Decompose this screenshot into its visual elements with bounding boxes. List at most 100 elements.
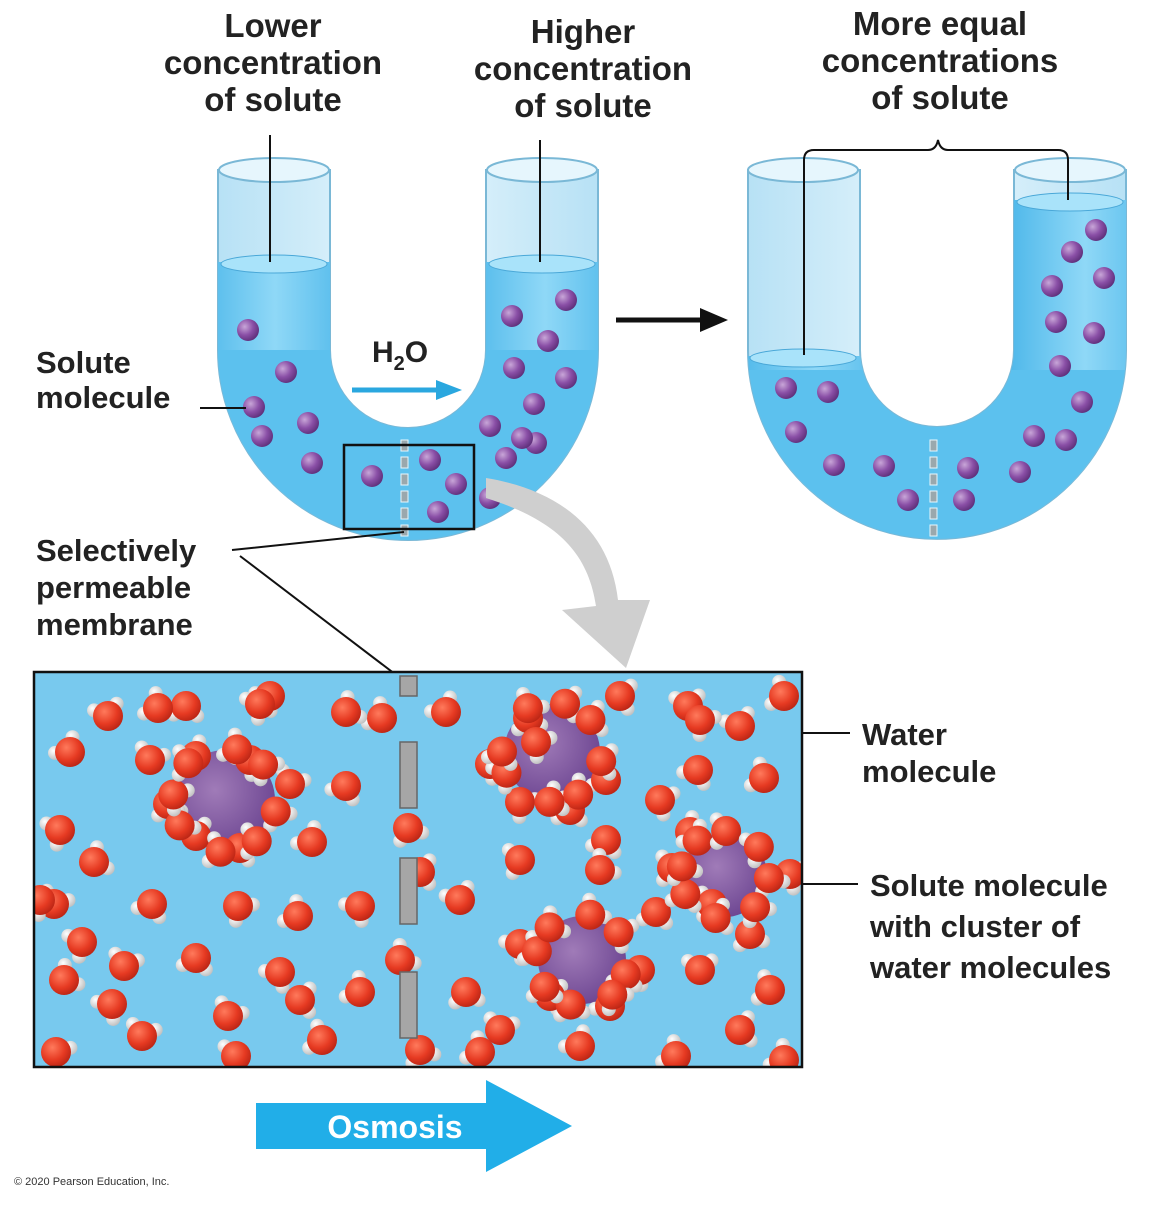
oxygen-atom [591, 825, 621, 855]
tube-rim-right [1014, 157, 1126, 183]
oxygen-atom [248, 749, 279, 780]
oxygen-atom [297, 827, 327, 857]
oxygen-atom [127, 1021, 157, 1051]
water-molecule [201, 831, 236, 869]
water-molecule [556, 772, 594, 810]
solute-molecule [275, 361, 297, 383]
oxygen-atom [725, 1015, 755, 1045]
oxygen-atom [143, 693, 173, 723]
water-molecule [664, 879, 702, 913]
oxygen-atom [685, 705, 715, 735]
oxygen-atom [49, 965, 79, 995]
tube-rim-right [486, 157, 598, 183]
oxygen-atom [529, 971, 560, 1002]
oxygen-atom [725, 711, 755, 741]
water-molecule [534, 905, 572, 943]
water-molecule [725, 1010, 758, 1048]
solute-molecule [817, 381, 839, 403]
oxygen-atom [521, 936, 552, 967]
oxygen-atom [213, 1001, 243, 1031]
water-molecule [324, 771, 361, 807]
oxygen-atom [512, 693, 543, 724]
oxygen-atom [565, 1031, 595, 1061]
water-surface-left [220, 254, 328, 274]
water-molecule [338, 970, 375, 1007]
water-molecule [501, 842, 535, 881]
oxygen-atom [245, 689, 275, 719]
oxygen-atom [465, 1037, 495, 1067]
oxygen-atom [283, 901, 313, 931]
oxygen-atom [575, 705, 606, 736]
water-molecule [238, 689, 275, 726]
copyright-notice: © 2020 Pearson Education, Inc. [14, 1176, 170, 1188]
oxygen-atom [41, 1037, 71, 1067]
h2o-subscript: 2 [394, 353, 405, 375]
solute-molecule [897, 489, 919, 511]
label-line: concentration [163, 43, 383, 81]
water-molecule [171, 744, 204, 782]
solute-molecule [479, 415, 501, 437]
oxygen-atom [223, 891, 253, 921]
water-molecule [393, 813, 430, 848]
membrane-dash [929, 507, 938, 520]
solute-molecule [523, 393, 545, 415]
water-surface-right [488, 254, 596, 274]
oxygen-atom [205, 836, 236, 867]
oxygen-atom [164, 810, 195, 841]
water-molecule [175, 943, 213, 977]
oxygen-atom [393, 813, 423, 843]
water-molecule [603, 917, 640, 954]
oxygen-atom [451, 977, 481, 1007]
water-molecule [666, 851, 704, 887]
solute-molecule [495, 447, 517, 469]
solute-molecule [785, 421, 807, 443]
membrane-dash [400, 507, 409, 520]
oxygen-atom [743, 831, 774, 862]
water-molecule [424, 690, 461, 727]
water-molecule [481, 736, 518, 771]
solute-molecule [419, 449, 441, 471]
water-molecule [285, 981, 317, 1019]
water-molecule [438, 880, 475, 915]
water-molecule [39, 815, 75, 852]
oxygen-atom [221, 1041, 251, 1067]
water-molecule [585, 825, 622, 860]
water-molecule [597, 979, 635, 1017]
water-molecule [685, 705, 722, 742]
water-molecule [733, 919, 771, 953]
solute-molecule [503, 357, 525, 379]
label-line: permeable [36, 570, 192, 606]
water-molecule [521, 727, 558, 764]
membrane-dash [400, 524, 409, 537]
solute-molecule [1083, 322, 1105, 344]
oxygen-atom [222, 734, 253, 765]
water-molecule [681, 953, 719, 985]
water-molecule [41, 1037, 78, 1067]
svg-text:H2O: H2O [372, 336, 428, 375]
water-molecule [575, 892, 613, 930]
oxygen-atom [769, 1045, 799, 1067]
oxygen-atom [385, 945, 415, 975]
h2o-label: H [372, 336, 394, 369]
membrane-dash [400, 490, 409, 503]
water-molecule [645, 785, 681, 822]
label-selectively-permeable-membrane: Selectively permeable membrane [36, 532, 196, 644]
label-line: of solute [514, 86, 652, 124]
solute-molecule [953, 489, 975, 511]
oxygen-atom [585, 855, 615, 885]
oxygen-atom [661, 1041, 691, 1067]
water-molecule [213, 995, 250, 1031]
oxygen-atom [605, 681, 635, 711]
water-molecule [605, 678, 638, 716]
leader-equal-bracket [803, 139, 1069, 355]
osmosis-arrow: Osmosis [256, 1080, 572, 1172]
oxygen-atom [275, 769, 305, 799]
label-higher-concentration: Higher concentration of solute [428, 13, 738, 125]
oxygen-atom [137, 889, 167, 919]
oxygen-atom [505, 845, 535, 875]
solute-molecule [1071, 391, 1093, 413]
water-molecule [558, 1024, 595, 1061]
solute-molecule [873, 455, 895, 477]
solute-molecule [1009, 461, 1031, 483]
water-molecule [258, 957, 295, 994]
